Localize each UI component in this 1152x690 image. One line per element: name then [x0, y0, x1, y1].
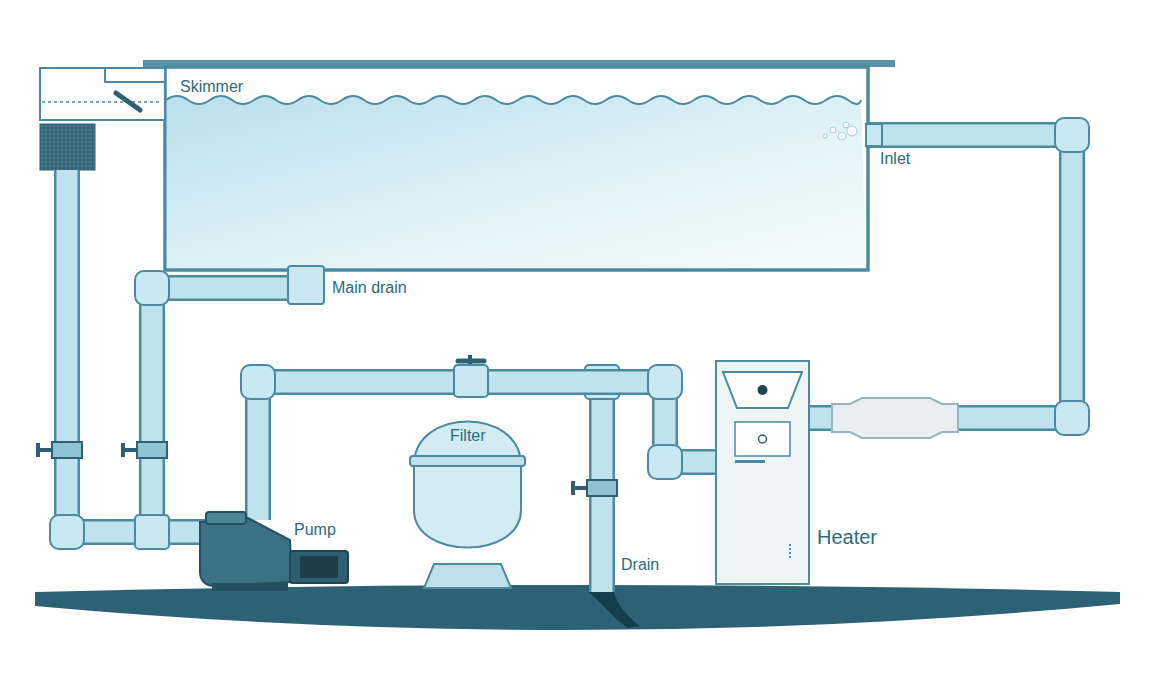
pipe: [152, 278, 306, 299]
motor-fins: [300, 556, 338, 578]
pool-wall: [165, 67, 868, 270]
elbow-fitting: [648, 365, 682, 399]
pump-lid: [206, 512, 246, 524]
pump: [200, 512, 348, 591]
skimmer-water-line: [42, 101, 160, 103]
pool-basin: [165, 67, 868, 270]
pipe: [806, 135, 1072, 418]
skimmer-basket: [40, 124, 95, 170]
part-name: Main drain: [332, 279, 407, 297]
pipe-outline: [525, 382, 715, 462]
valve-handle: [573, 481, 587, 495]
pipe-connector: [525, 365, 715, 479]
main-drain-fitting: [288, 266, 324, 304]
valve-body: [52, 442, 82, 458]
pump-base: [212, 583, 288, 591]
pipe: [806, 135, 1072, 418]
heater-detail: [789, 544, 791, 560]
fittings: [50, 118, 1089, 549]
part-name: Inlet: [880, 150, 910, 168]
pipe: [67, 170, 215, 532]
elbow-fitting: [1055, 118, 1089, 152]
part-name: Drain: [621, 556, 659, 574]
pipe-fill: [525, 382, 715, 462]
heater-cabinet: [716, 361, 809, 584]
spray-bubble: [838, 132, 846, 140]
pipe: [139, 288, 165, 532]
heater-shape: [715, 360, 810, 585]
valve-lever: [458, 359, 484, 364]
skimmer-housing: [40, 68, 165, 120]
valve-body: [137, 442, 167, 458]
valves: [38, 442, 617, 496]
heater-indicator: [758, 385, 768, 395]
elbow-fitting: [1055, 401, 1089, 435]
elbow-fitting: [241, 365, 275, 399]
heater-node: Heater: [715, 360, 810, 585]
spray-bubble: [830, 127, 836, 133]
pipe: [142, 288, 163, 532]
tank-clamp: [410, 456, 525, 466]
pump-body: [200, 518, 292, 586]
drain-hole: [588, 592, 640, 628]
multiport-valve: [454, 365, 488, 397]
elbow-fitting: [50, 515, 84, 549]
valve-body: [587, 480, 617, 496]
tee-fitting: [135, 515, 169, 549]
skimmer-weir: [116, 93, 140, 110]
ground: [35, 585, 1120, 630]
elbow-fitting: [135, 271, 169, 305]
pump-motor: [290, 551, 348, 583]
spray-bubble: [843, 122, 849, 128]
elbow-fitting: [648, 445, 682, 479]
filter-shape: [410, 355, 525, 588]
water-surface: [166, 96, 861, 104]
tank-base: [424, 564, 511, 588]
heater-slot: [735, 460, 765, 463]
pipe: [67, 170, 215, 532]
heater-vent: [723, 372, 802, 408]
spray-bubble: [823, 134, 827, 138]
pipes: [67, 135, 1072, 592]
spray-bubble: [847, 126, 857, 136]
heater-panel: [735, 422, 790, 456]
part-name: Pump: [294, 521, 336, 539]
check-valve: [832, 398, 958, 438]
inlet-fitting: [866, 124, 882, 146]
part-name: Skimmer: [180, 78, 243, 96]
valve-handle: [38, 443, 52, 457]
filter-tank: [414, 422, 521, 548]
valve-handle: [123, 443, 137, 457]
pool-water: [166, 96, 866, 268]
node-label: Filter: [450, 427, 486, 445]
inlet-spray: [823, 122, 857, 140]
filter-node: Filter: [410, 355, 525, 588]
heater-knob: [759, 435, 767, 443]
pipe: [152, 275, 306, 301]
node-label: Heater: [817, 526, 877, 549]
skimmer-lip: [105, 68, 165, 82]
